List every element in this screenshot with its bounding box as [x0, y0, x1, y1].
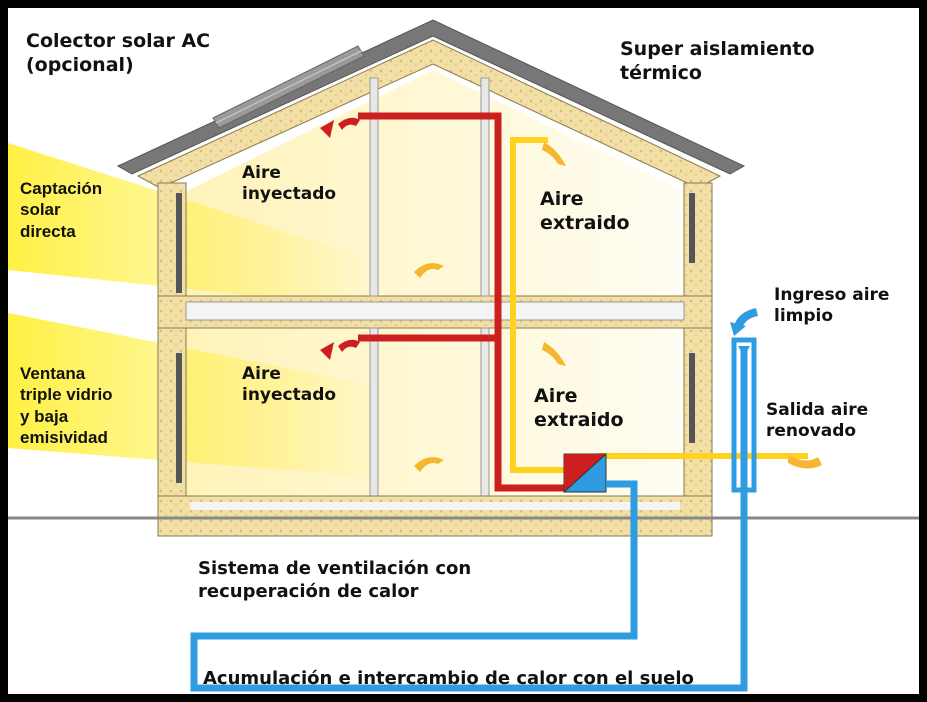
- label-super-aislamiento: Super aislamiento térmico: [620, 38, 815, 86]
- partitions: [369, 77, 490, 497]
- supply-duct: [358, 112, 564, 492]
- label-line: limpio: [774, 306, 834, 327]
- label-line: Aire: [540, 188, 584, 210]
- label-line: Aire: [242, 364, 281, 384]
- house-illustration: [8, 19, 919, 692]
- middle-floor: [157, 295, 713, 329]
- label-line: Ventana: [20, 364, 86, 383]
- label-line: extraido: [540, 211, 630, 234]
- label-aire-inyectado-bottom: Aire inyectado: [242, 364, 336, 407]
- exterior-walls: [157, 182, 713, 504]
- supply-arrow-top: [320, 117, 360, 138]
- label-aire-extraido-bottom: Aire extraido: [534, 385, 624, 433]
- label-acumulacion: Acumulación e intercambio de calor con e…: [203, 668, 694, 689]
- label-captacion-solar: Captación solar directa: [20, 178, 102, 242]
- label-ingreso-aire: Ingreso aire limpio: [774, 285, 889, 328]
- label-line: renovado: [766, 421, 857, 442]
- label-line: inyectado: [242, 184, 337, 205]
- label-aire-extraido-top: Aire extraido: [540, 188, 630, 236]
- label-line: Colector solar AC: [26, 30, 211, 52]
- label-line: Aire: [534, 385, 578, 407]
- sunlight-beams: [8, 143, 388, 478]
- label-line: solar: [20, 200, 61, 220]
- label-salida-aire: Salida aire renovado: [766, 400, 868, 443]
- label-sistema-ventilacion: Sistema de ventilación con recuperación …: [198, 558, 471, 603]
- label-line: emisividad: [20, 427, 108, 447]
- label-line: Aire: [242, 163, 281, 183]
- extract-duct: [510, 137, 808, 473]
- label-line: Super aislamiento: [620, 38, 815, 60]
- supply-arrow-bottom: [320, 339, 360, 360]
- fresh-air-duct: [190, 348, 748, 692]
- label-line: directa: [20, 221, 76, 241]
- label-line: triple vidrio: [20, 385, 113, 405]
- heat-recovery-unit: [563, 453, 607, 493]
- label-line: recuperación de calor: [198, 580, 419, 602]
- solar-collector: [212, 45, 365, 129]
- label-line: Captación: [20, 179, 103, 198]
- label-colector-solar: Colector solar AC (opcional): [26, 30, 210, 78]
- label-line: y baja: [20, 406, 69, 426]
- flow-arrows-interior: [414, 142, 822, 472]
- label-line: inyectado: [242, 385, 337, 406]
- diagram-canvas: Colector solar AC (opcional) Super aisla…: [8, 8, 919, 694]
- label-line: Sistema de ventilación con: [198, 558, 472, 579]
- label-line: extraido: [534, 408, 624, 431]
- label-aire-inyectado-top: Aire inyectado: [242, 163, 336, 206]
- label-line: térmico: [620, 61, 702, 84]
- label-line: Salida aire: [766, 400, 869, 420]
- intake-arrow: [730, 308, 758, 336]
- fresh-air-intake: [731, 337, 757, 493]
- label-line: (opcional): [26, 53, 134, 76]
- foundation: [157, 495, 713, 537]
- label-line: Ingreso aire: [774, 285, 890, 305]
- label-ventana: Ventana triple vidrio y baja emisividad: [20, 363, 113, 448]
